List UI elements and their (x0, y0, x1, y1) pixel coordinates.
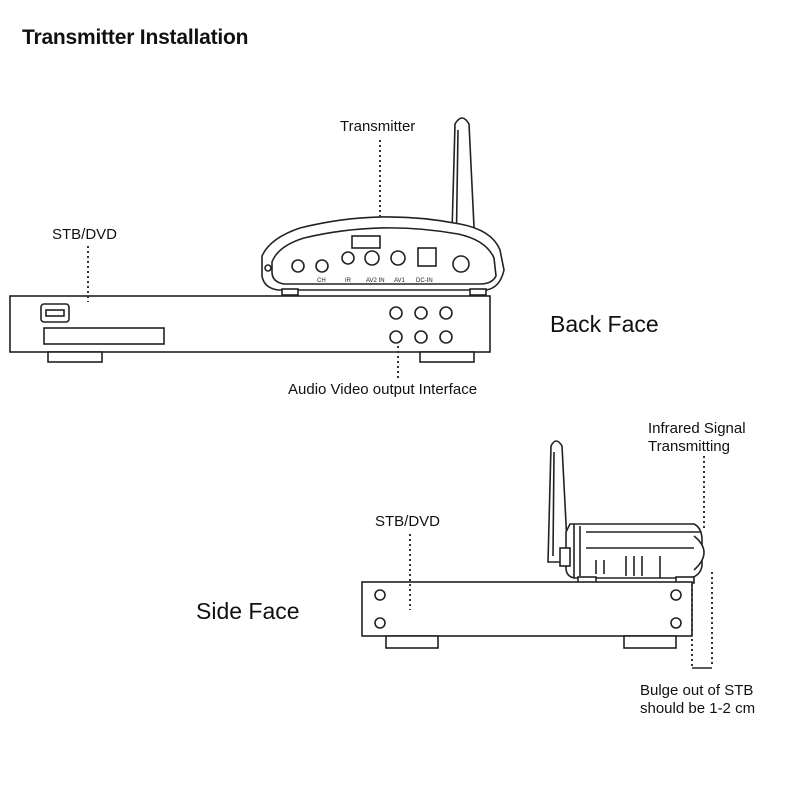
infrared-label-line2: Transmitting (648, 438, 730, 455)
transmitter-antenna-side (547, 440, 569, 563)
port-label-dc-in: DC-IN (416, 278, 433, 284)
side-face-view (361, 440, 713, 669)
port-circle (291, 259, 305, 273)
port-av1 (390, 250, 406, 266)
port-label-ch: CH (317, 278, 326, 284)
stb-box-back (9, 295, 491, 363)
transmitter-device-side (559, 523, 705, 584)
page-title: Transmitter Installation (22, 26, 249, 49)
stb-dvd-label-back: STB/DVD (52, 226, 118, 243)
av-output-label: Audio Video output Interface (288, 381, 478, 398)
port-label-av1: AV1 (394, 278, 406, 284)
bulge-note-label: Bulge out of STB should be 1-2 cm (640, 682, 755, 718)
port-av2 (364, 250, 380, 266)
port-label-av2: AV2 IN (366, 278, 385, 284)
back-face-view: CH IR AV2 IN AV1 DC-IN (9, 117, 505, 378)
bulge-label-line1: Bulge out of STB (640, 682, 754, 699)
antenna-base (452, 255, 470, 273)
transmitter-label: Transmitter (340, 118, 416, 135)
bulge-label-line2: should be 1-2 cm (640, 700, 756, 717)
stb-dvd-label-side: STB/DVD (375, 513, 441, 530)
port-label-ir: IR (345, 278, 352, 284)
infrared-signal-label: Infrared Signal Transmitting (648, 420, 746, 456)
port-ir (341, 251, 355, 265)
port-dc-in (417, 247, 437, 267)
port-ch (315, 259, 329, 273)
side-face-label: Side Face (196, 598, 300, 624)
back-face-label: Back Face (550, 311, 659, 337)
transmitter-device-back (261, 216, 505, 296)
infrared-label-line1: Infrared Signal (648, 420, 746, 437)
stb-box-side (361, 581, 693, 649)
